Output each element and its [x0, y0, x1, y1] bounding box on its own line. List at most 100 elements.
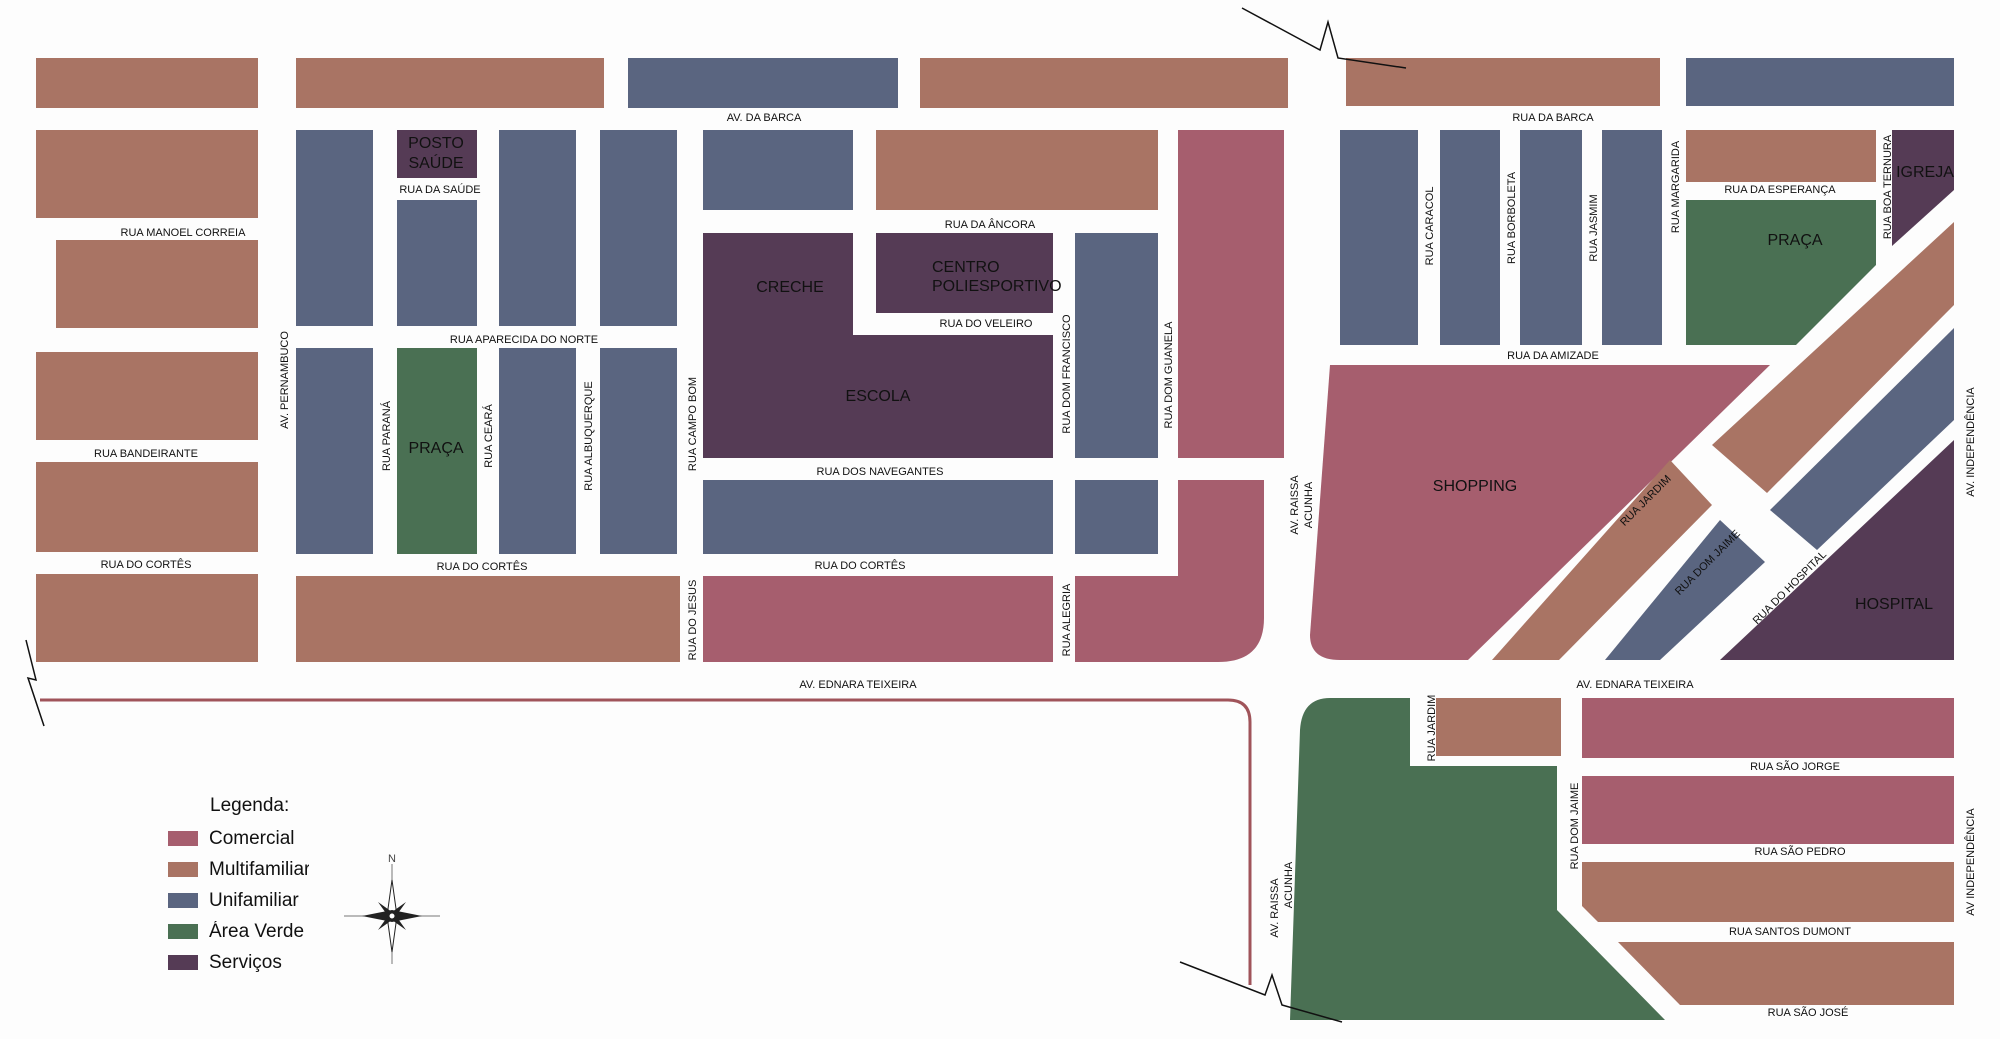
street-label: RUA DOS NAVEGANTES	[817, 466, 944, 478]
legend-item: Multifamiliar	[168, 854, 348, 885]
street-label: RUA JASMIM	[1588, 194, 1600, 261]
block-label-praca: PRAÇA	[408, 440, 463, 457]
legend-item: Comercial	[168, 823, 348, 854]
block-label-saude: SAÚDE	[408, 153, 463, 172]
block-comercial	[703, 576, 1053, 662]
block-unifamiliar	[499, 130, 576, 326]
block-servicos	[397, 130, 477, 178]
street-label: AV INDEPENDÊNCIA	[1964, 808, 1977, 916]
block-multifamiliar	[36, 352, 258, 440]
street-label: RUA APARECIDA DO NORTE	[450, 334, 598, 346]
legend-item: Unifamiliar	[168, 885, 348, 916]
street-label: RUA CAMPO BOM	[687, 377, 699, 471]
street-label: RUA MANOEL CORREIA	[121, 227, 247, 239]
block-multifamiliar	[296, 58, 604, 108]
street-label: RUA DO VELEIRO	[940, 318, 1033, 330]
street-label: AV. RAISSA	[1289, 475, 1301, 535]
block-multifamiliar	[1712, 222, 1954, 493]
street-label: RUA CARACOL	[1424, 187, 1436, 266]
block-label-escola: ESCOLA	[846, 388, 911, 405]
block-unifamiliar	[296, 130, 373, 326]
street-label: AV. DA BARCA	[727, 112, 802, 124]
block-comercial	[1582, 698, 1954, 758]
legend-label: Serviços	[209, 951, 282, 973]
legend-label: Multifamiliar	[209, 858, 309, 880]
street-label: RUA SANTOS DUMONT	[1729, 926, 1851, 938]
street-label: RUA JARDIM	[1426, 695, 1438, 762]
street-label: RUA SÃO PEDRO	[1754, 845, 1846, 858]
legend-swatch	[168, 862, 198, 877]
block-multifamiliar	[36, 574, 258, 662]
block-multifamiliar	[1346, 58, 1660, 106]
block-unifamiliar	[1075, 233, 1158, 458]
block-servicos	[1892, 130, 1954, 246]
block-multifamiliar	[36, 58, 258, 108]
street-label: RUA ALEGRIA	[1061, 583, 1073, 656]
block-unifamiliar	[296, 348, 373, 554]
street-label: ACUNHA	[1283, 861, 1295, 908]
block-area-verde	[397, 348, 477, 554]
block-unifamiliar	[1686, 58, 1954, 106]
street-label: RUA DOM JAIME	[1569, 783, 1581, 870]
block-unifamiliar	[1340, 130, 1418, 345]
block-servicos	[703, 233, 853, 335]
street-label: RUA DA SAÚDE	[399, 183, 480, 196]
street-label: RUA DA ESPERANÇA	[1724, 184, 1836, 196]
block-label-shopping: SHOPPING	[1433, 478, 1517, 495]
block-unifamiliar	[1602, 130, 1662, 345]
legend-item: Área Verde	[168, 916, 348, 947]
legend-label: Comercial	[209, 827, 295, 849]
street-label: RUA MARGARIDA	[1670, 140, 1682, 233]
block-unifamiliar	[499, 348, 576, 554]
block-unifamiliar	[1520, 130, 1582, 345]
block-unifamiliar	[703, 480, 1053, 554]
street-label: RUA DOM FRANCISCO	[1061, 314, 1073, 434]
block-unifamiliar	[1605, 520, 1765, 660]
block-multifamiliar	[1618, 942, 1954, 1005]
block-multifamiliar	[1686, 130, 1876, 182]
street-label: RUA BORBOLETA	[1506, 171, 1518, 264]
street-label: RUA PARANÁ	[380, 400, 393, 471]
street-label: RUA DO CORTÊS	[815, 559, 906, 572]
street-label: RUA SÃO JOSÉ	[1768, 1006, 1849, 1019]
street-label: AV. EDNARA TEIXEIRA	[799, 679, 917, 691]
street-label: RUA DO CORTÊS	[101, 558, 192, 571]
block-unifamiliar	[600, 130, 677, 326]
street-label: RUA DA AMIZADE	[1507, 350, 1599, 362]
street-label: AV. INDEPENDÊNCIA	[1964, 387, 1977, 497]
compass-rose-icon: N	[344, 853, 440, 964]
block-comercial	[1310, 365, 1770, 660]
legend-label: Área Verde	[209, 920, 305, 942]
legend-swatch	[168, 924, 198, 939]
legend-label: Unifamiliar	[209, 889, 299, 911]
block-unifamiliar	[1075, 480, 1158, 554]
block-multifamiliar	[56, 240, 258, 328]
block-unifamiliar	[703, 130, 853, 210]
block-multifamiliar	[36, 130, 258, 218]
street-label: AV. PERNAMBUCO	[279, 331, 291, 429]
street-label: RUA DA BARCA	[1512, 112, 1594, 124]
street-label: RUA CEARÁ	[482, 404, 495, 468]
block-label-posto: POSTO	[408, 135, 464, 152]
legend-item: Serviços	[168, 947, 348, 978]
block-label-centro: CENTRO	[932, 259, 1000, 276]
break-symbol	[1241, 7, 1407, 69]
block-label-praca-2: PRAÇA	[1767, 232, 1822, 249]
block-multifamiliar	[1492, 460, 1712, 660]
legend-swatch	[168, 955, 198, 970]
block-multifamiliar	[876, 130, 1158, 210]
legend-swatch	[168, 893, 198, 908]
block-unifamiliar	[1770, 328, 1954, 550]
street-label: ACUNHA	[1303, 481, 1315, 528]
compass-north-label: N	[388, 853, 396, 865]
street-label: RUA ALBUQUERQUE	[583, 381, 595, 490]
block-label-igreja: IGREJA	[1896, 164, 1954, 181]
street-label: RUA BANDEIRANTE	[94, 448, 198, 460]
street-label: RUA BOA TERNURA	[1882, 134, 1894, 239]
break-symbol	[1179, 961, 1343, 1023]
block-comercial	[1582, 776, 1954, 844]
block-comercial	[1075, 480, 1264, 662]
